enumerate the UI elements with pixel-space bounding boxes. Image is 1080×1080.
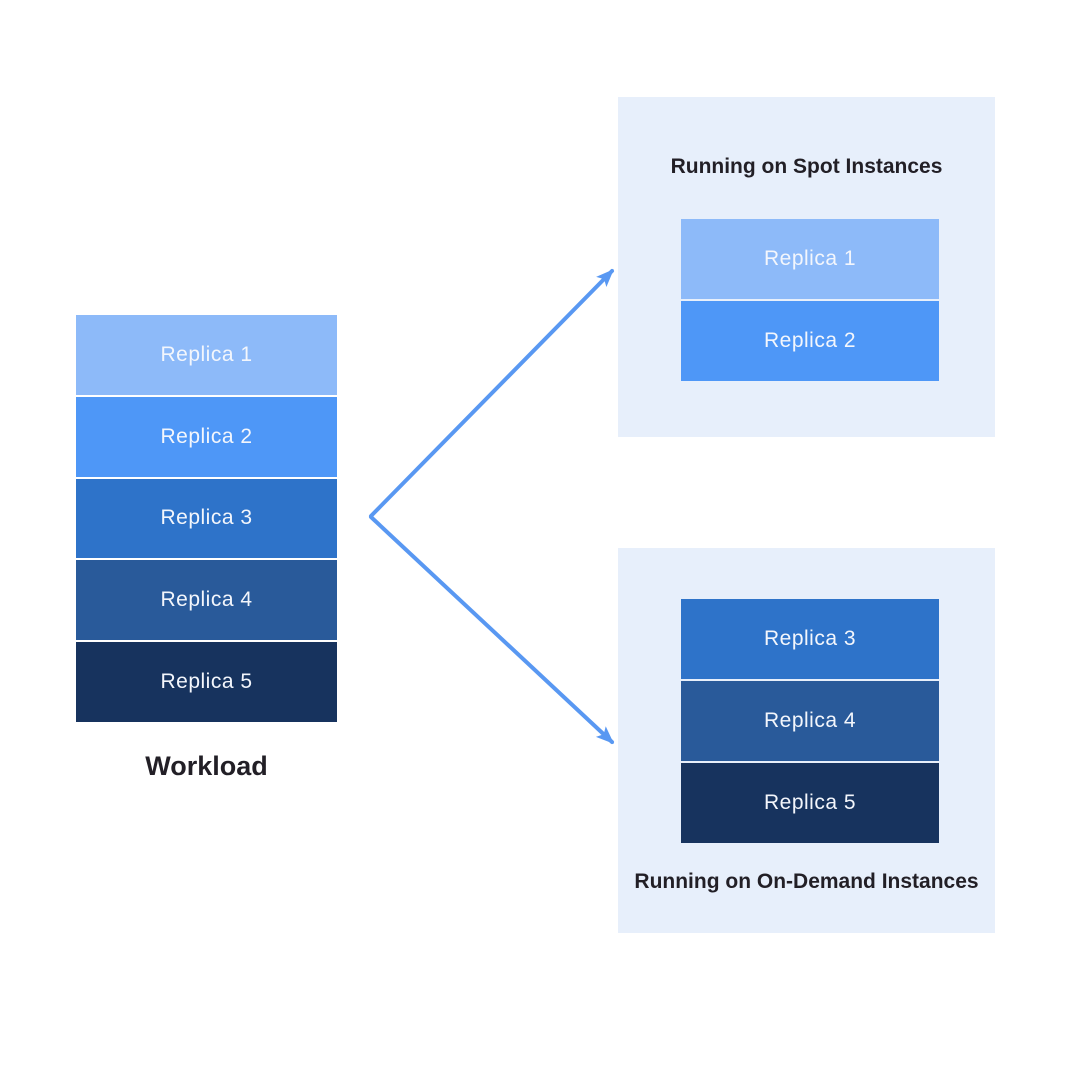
spot-instances-panel: Running on Spot Instances Replica 1 Repl… bbox=[618, 97, 995, 437]
arrow-to-ondemand-icon bbox=[369, 515, 614, 744]
on-demand-replica-4-box: Replica 4 bbox=[681, 681, 939, 761]
workload-replica-1-box: Replica 1 bbox=[76, 315, 337, 395]
spot-panel-title: Running on Spot Instances bbox=[670, 155, 943, 178]
on-demand-replica-3-label: Replica 3 bbox=[763, 627, 857, 650]
on-demand-replica-5-box: Replica 5 bbox=[681, 763, 939, 843]
workload-title: Workload bbox=[145, 751, 268, 781]
workload-replica-4-box: Replica 4 bbox=[76, 560, 337, 641]
workload-replica-5-box: Replica 5 bbox=[76, 642, 337, 722]
workload-replica-3-box: Replica 3 bbox=[76, 478, 337, 559]
on-demand-panel-boxes: Replica 3 Replica 4 Replica 5 bbox=[681, 599, 939, 843]
workload-replica-2-label: Replica 2 bbox=[160, 424, 253, 448]
spot-replica-1-box: Replica 1 bbox=[681, 219, 939, 299]
spot-replica-1-label: Replica 1 bbox=[763, 247, 857, 270]
workload-replica-2-box: Replica 2 bbox=[76, 396, 337, 477]
workload-replica-1-label: Replica 1 bbox=[160, 342, 253, 366]
on-demand-replica-4-label: Replica 4 bbox=[763, 709, 857, 732]
spot-replica-2-box: Replica 2 bbox=[681, 301, 939, 381]
on-demand-panel-title: Running on On-Demand Instances bbox=[634, 870, 979, 893]
spot-panel-boxes: Replica 1 Replica 2 bbox=[681, 219, 939, 381]
workload-replica-3-label: Replica 3 bbox=[160, 506, 253, 530]
workload-replica-5-label: Replica 5 bbox=[160, 670, 253, 694]
workload-stack: Replica 1 Replica 2 Replica 3 Replica 4 … bbox=[76, 315, 337, 722]
spot-replica-2-label: Replica 2 bbox=[763, 329, 857, 352]
on-demand-replica-3-box: Replica 3 bbox=[681, 599, 939, 679]
workload-replica-4-label: Replica 4 bbox=[160, 588, 253, 612]
on-demand-instances-panel: Replica 3 Replica 4 Replica 5 Running on… bbox=[618, 548, 995, 933]
on-demand-replica-5-label: Replica 5 bbox=[763, 791, 857, 814]
arrow-to-spot-icon bbox=[369, 269, 614, 518]
